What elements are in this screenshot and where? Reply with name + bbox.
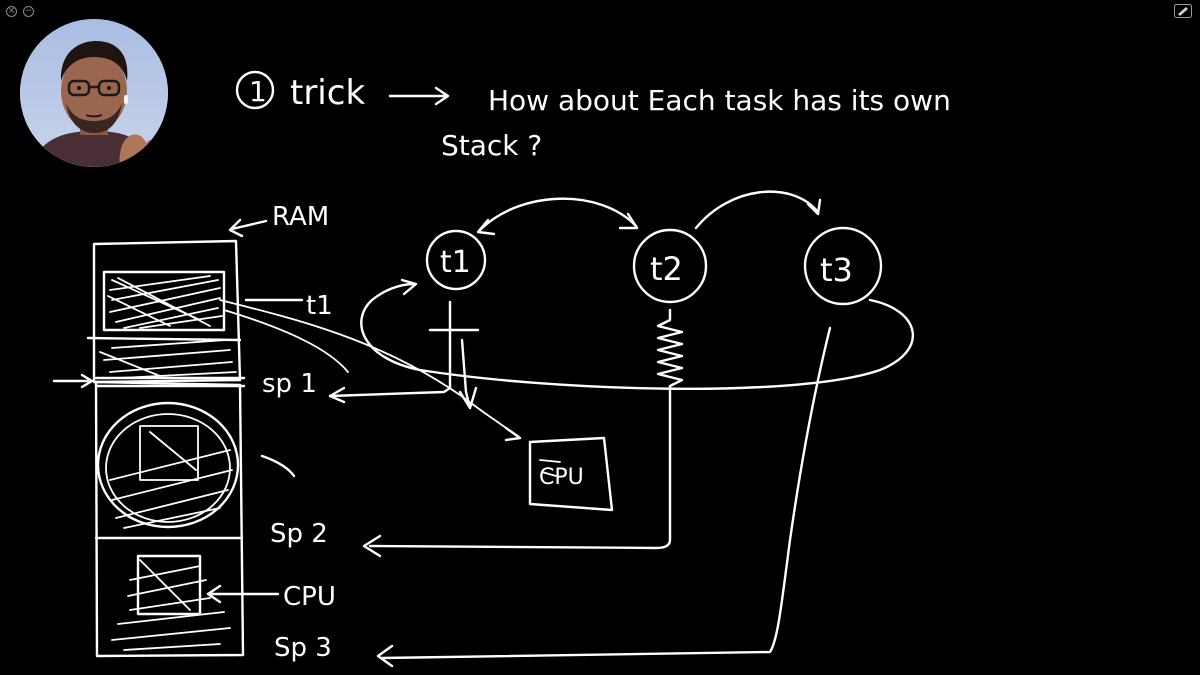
t1-to-cpu-arrowhead xyxy=(504,426,522,442)
t3-sp3-arrowhead xyxy=(376,644,394,668)
switch-loop-arrowhead xyxy=(400,278,418,296)
memory-label-sp3: Sp 3 xyxy=(274,633,332,663)
task-circle-t2 xyxy=(632,228,708,304)
memory-label-cpu: CPU xyxy=(283,582,336,612)
t1-sp-arrowhead xyxy=(328,386,346,404)
t3-stack-pointer xyxy=(380,326,832,660)
presenter-webcam xyxy=(20,19,168,167)
t2-stack-tick xyxy=(260,454,296,478)
task-circle-t1 xyxy=(425,229,487,291)
task-circle-t3 xyxy=(803,226,883,306)
ram-cpu-scribble xyxy=(111,559,231,651)
switch-arc-t2-t3 xyxy=(694,190,820,230)
t1-sp-pointer xyxy=(328,386,452,398)
cpu-box-scribble xyxy=(539,459,561,477)
minimize-icon[interactable]: − xyxy=(23,6,34,17)
presenter-avatar xyxy=(20,19,168,167)
memory-label-sp2: Sp 2 xyxy=(270,519,328,549)
task-label-t3: t3 xyxy=(820,251,853,289)
task-label-t1: t1 xyxy=(440,245,471,280)
switch-arrowhead-t1-t2 xyxy=(618,212,639,230)
close-icon[interactable]: × xyxy=(6,6,17,17)
heading-number: 1 xyxy=(249,75,267,108)
memory-label-sp1: sp 1 xyxy=(262,369,317,399)
t2-stack-circle-inner xyxy=(105,413,231,523)
memory-label-t1: t1 xyxy=(306,291,333,321)
ram-arrow xyxy=(228,218,268,238)
cpu-box-label: CPU xyxy=(539,465,584,490)
ram-cpu-box xyxy=(136,554,202,616)
t2-stack-pointer xyxy=(368,308,684,550)
switch-loop-t3-t1 xyxy=(360,282,915,390)
ram-divider-top xyxy=(86,336,242,342)
heading-question-line2: Stack ? xyxy=(441,129,542,162)
sp1-pointer-arrow xyxy=(52,373,94,389)
switch-arrowhead-t2-t3 xyxy=(806,198,822,216)
switch-arrowhead-t1-back xyxy=(476,218,496,236)
pen-icon[interactable] xyxy=(1174,4,1192,18)
t1-to-sp1-line xyxy=(223,309,349,373)
t2-stack-scribble xyxy=(109,431,233,529)
heading-question-line1: How about Each task has its own xyxy=(488,84,951,117)
heading-arrow xyxy=(388,86,450,106)
sp1-region-scribble xyxy=(99,339,237,379)
t2-stack-box xyxy=(139,425,199,481)
t2-stack-circle xyxy=(96,401,240,529)
cpu-label-arrow xyxy=(206,584,280,604)
heading-trick: trick xyxy=(290,73,365,113)
t1-stack-scribble xyxy=(107,275,223,329)
ram-label: RAM xyxy=(272,202,329,232)
ram-block-bottom xyxy=(94,380,245,658)
cpu-box xyxy=(528,436,614,512)
task-label-t2: t2 xyxy=(650,250,683,288)
ram-block-top xyxy=(92,239,242,384)
t1-to-cpu-line xyxy=(219,299,519,437)
circled-number xyxy=(235,70,275,110)
switch-arc-t1-t2 xyxy=(478,197,638,232)
t2-sp2-arrowhead xyxy=(362,534,382,558)
